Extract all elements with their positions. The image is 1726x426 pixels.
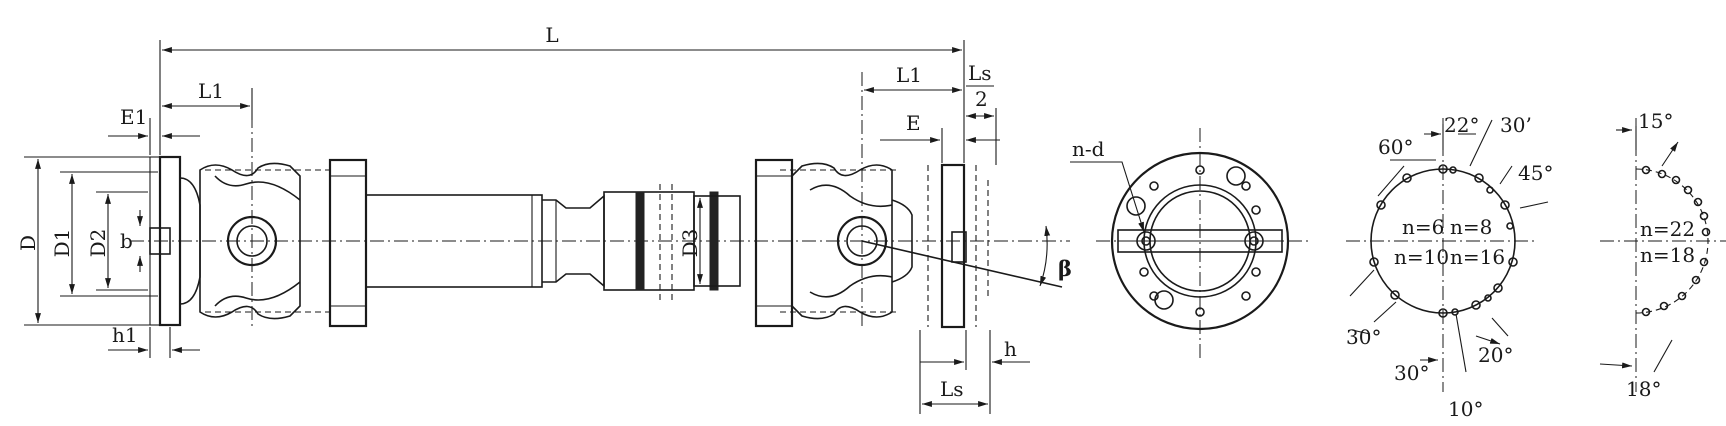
hole-pattern-b: 15° n=22 n=18 18° [1599, 109, 1726, 401]
angle-45-label: 45° [1518, 161, 1553, 185]
n10-label: n=10 [1394, 245, 1449, 269]
dim-d3-label: D3 [678, 229, 702, 258]
end-view: n-d [1070, 128, 1312, 358]
dim-h1-label: h1 [112, 323, 138, 347]
dim-l-label: L [545, 23, 558, 47]
dim-h-label: h [1004, 337, 1017, 361]
dim-e-label: E [906, 111, 921, 135]
holes-label: n-d [1072, 137, 1105, 161]
angle-15-label: 15° [1638, 109, 1673, 133]
beta-angle-label: β [1058, 256, 1072, 281]
angle-30-bottom-label: 30° [1394, 361, 1429, 385]
dim-d2-label: D2 [86, 229, 110, 258]
dim-l1-left-label: L1 [198, 79, 224, 103]
dim-e1-label: E1 [120, 105, 147, 129]
n22-label: n=22 [1640, 217, 1695, 241]
n18-label: n=18 [1640, 243, 1695, 267]
dim-ls-label: Ls [940, 377, 964, 401]
angle-18-label: 18° [1626, 377, 1661, 401]
side-view: β L L1 E1 D D1 D2 b [16, 23, 1072, 414]
n16-label: n=16 [1450, 245, 1505, 269]
angle-10-label: 10° [1448, 397, 1483, 421]
angle-22-label: 22° [1444, 113, 1479, 137]
dim-d1-label: D1 [50, 229, 74, 258]
dim-ls-half-top: Ls [968, 61, 992, 85]
n6-label: n=6 [1402, 215, 1444, 239]
dim-b-label: b [120, 229, 133, 253]
dim-l1-right-label: L1 [896, 63, 922, 87]
angle-60-label: 60° [1378, 135, 1413, 159]
angle-30-min-label: 30’ [1500, 113, 1532, 137]
hole-pattern-a: 22° 30’ 60° 45° n=6 n=8 n=10 n=16 30° 30… [1346, 113, 1553, 421]
n8-label: n=8 [1450, 215, 1492, 239]
dim-d-label: D [16, 235, 40, 251]
angle-20-label: 20° [1478, 343, 1513, 367]
angle-30-left-label: 30° [1346, 325, 1381, 349]
dim-ls-half-bottom: 2 [975, 87, 988, 111]
